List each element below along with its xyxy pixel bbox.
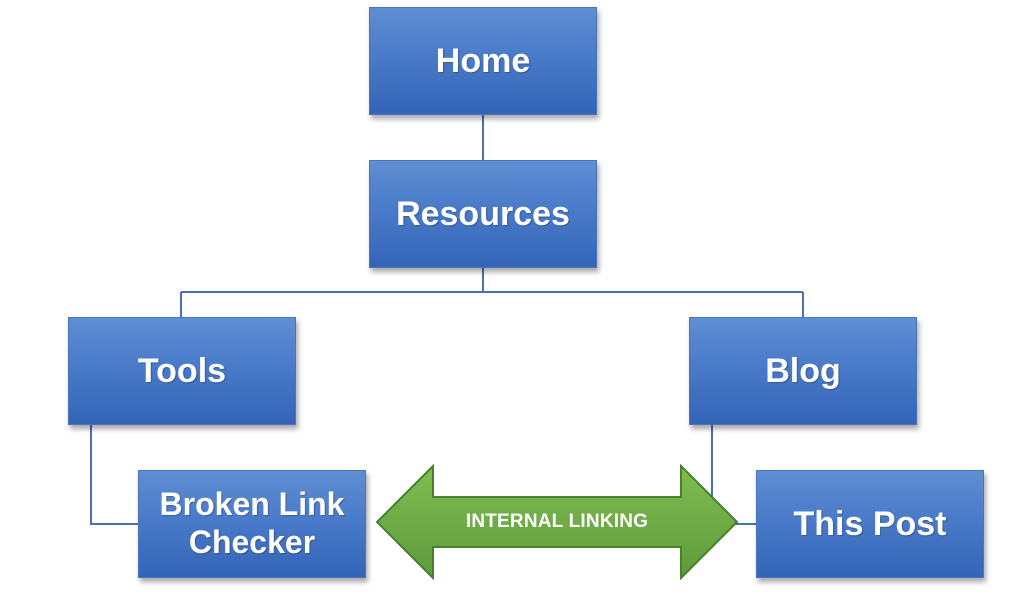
node-resources-label: Resources xyxy=(396,194,570,233)
node-tools-label: Tools xyxy=(137,351,227,390)
connector-tools-broken xyxy=(90,425,138,525)
arrow-label: INTERNAL LINKING xyxy=(465,511,649,532)
node-broken-link-checker-line-2: Checker xyxy=(188,524,316,560)
node-blog: Blog xyxy=(689,317,917,425)
node-home: Home xyxy=(369,7,597,115)
node-broken-link-checker: Broken Link Checker xyxy=(138,470,366,578)
node-resources: Resources xyxy=(369,160,597,268)
node-tools: Tools xyxy=(68,317,296,425)
node-home-label: Home xyxy=(435,41,531,80)
double-arrow-shape xyxy=(375,464,739,580)
double-arrow-icon xyxy=(375,464,739,580)
arrow-label-container: INTERNAL LINKING xyxy=(375,464,739,580)
node-broken-link-checker-label: Broken Link Checker xyxy=(160,486,345,562)
node-broken-link-checker-line-1: Broken Link xyxy=(159,486,345,523)
node-blog-label: Blog xyxy=(765,351,841,390)
node-this-post: This Post xyxy=(756,470,984,578)
node-this-post-label: This Post xyxy=(793,504,947,543)
